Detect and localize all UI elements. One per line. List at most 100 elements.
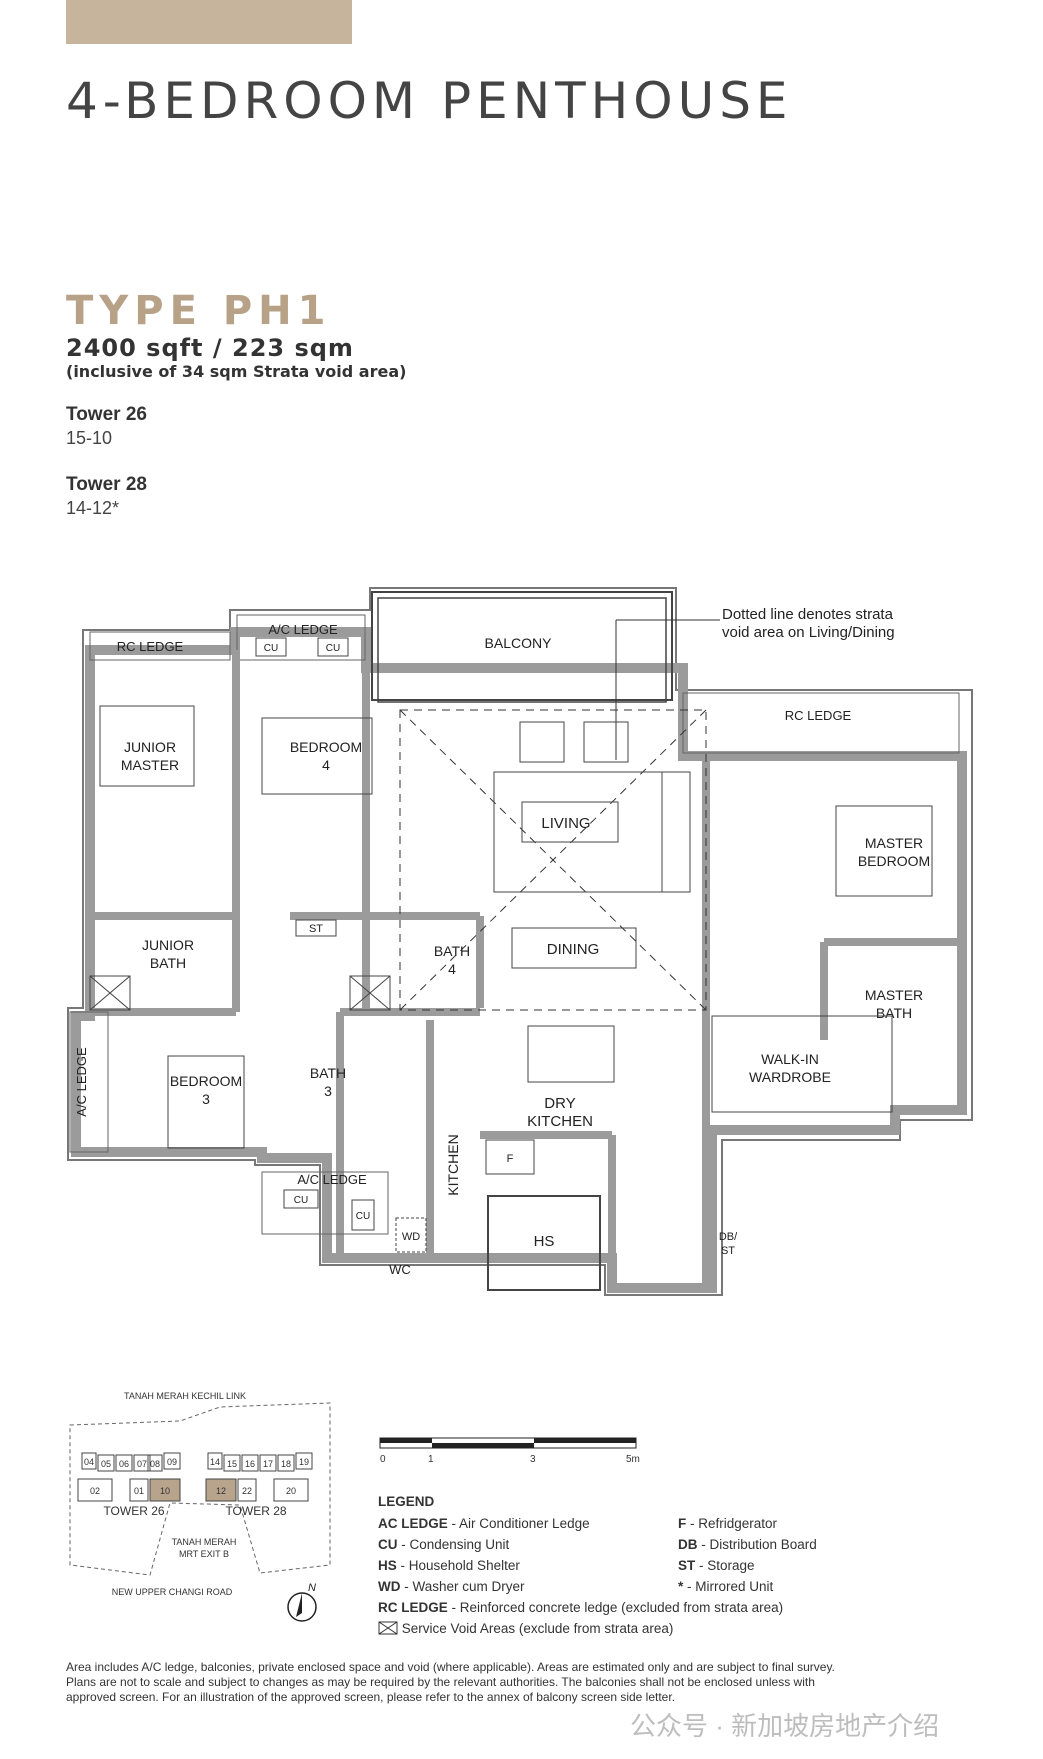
room-label-walk-in: WARDROBE	[749, 1069, 831, 1085]
tower-28-label: TOWER 28	[225, 1504, 286, 1518]
room-label-junior-master: MASTER	[121, 757, 179, 773]
unit-number: 05	[101, 1459, 111, 1469]
disclaimer-line: Area includes A/C ledge, balconies, priv…	[66, 1660, 835, 1674]
room-label-hs: HS	[534, 1233, 555, 1250]
room-label-bath-3: 3	[324, 1083, 332, 1099]
floor-plan: BALCONY RC LEDGE A/C LEDGE CU CU RC LEDG…	[67, 587, 973, 1296]
unit-number: 14	[210, 1457, 220, 1467]
north-label: N	[308, 1582, 316, 1594]
unit-number: 15	[227, 1459, 237, 1469]
unit-number: 22	[242, 1486, 252, 1496]
legend-item: WD - Washer cum Dryer	[378, 1579, 525, 1594]
unit-area-note: (inclusive of 34 sqm Strata void area)	[66, 362, 407, 381]
room-label-rc-ledge: RC LEDGE	[117, 639, 184, 654]
room-label-dining: DINING	[547, 941, 600, 958]
tower-units: 15-10	[66, 428, 113, 448]
page-title: 4-BEDROOM PENTHOUSE	[66, 72, 793, 130]
room-label-master-bedroom: BEDROOM	[858, 853, 930, 869]
room-label-bedroom-3: 3	[202, 1091, 210, 1107]
room-label-bath-4: BATH	[434, 943, 470, 959]
legend-item: AC LEDGE - Air Conditioner Ledge	[378, 1516, 590, 1531]
room-label-bedroom-4: 4	[322, 757, 330, 773]
unit-number: 16	[245, 1459, 255, 1469]
cu-label: CU	[326, 643, 340, 654]
legend-item: HS - Household Shelter	[378, 1558, 520, 1573]
scale-tick: 0	[380, 1454, 386, 1465]
unit-number-highlight: 10	[160, 1486, 170, 1496]
legend: LEGEND AC LEDGE - Air Conditioner Ledge …	[378, 1494, 817, 1636]
disclaimer-line: Plans are not to scale and subject to ch…	[66, 1675, 815, 1689]
site-road-top: TANAH MERAH KECHIL LINK	[124, 1391, 246, 1401]
tower-label: Tower 26	[66, 404, 147, 425]
mrt-label: MRT EXIT B	[179, 1549, 229, 1559]
unit-number: 18	[281, 1459, 291, 1469]
tower-units: 14-12*	[66, 498, 120, 518]
unit-type-title: TYPE PH1	[66, 288, 332, 334]
unit-number: 04	[84, 1457, 94, 1467]
service-void	[349, 975, 391, 1011]
mrt-label: TANAH MERAH	[172, 1537, 237, 1547]
watermark: 公众号 · 新加坡房地产介绍	[630, 1711, 940, 1741]
room-label-walk-in: WALK-IN	[761, 1051, 819, 1067]
unit-number: 09	[167, 1457, 177, 1467]
room-label-junior-bath: BATH	[150, 955, 186, 971]
header-accent-bar	[66, 0, 352, 44]
site-road-bottom: NEW UPPER CHANGI ROAD	[112, 1587, 233, 1597]
unit-number: 02	[90, 1486, 100, 1496]
scale-tick: 1	[428, 1454, 434, 1465]
tower-label: Tower 28	[66, 474, 147, 495]
room-label-wd: WD	[402, 1231, 420, 1243]
room-label-bedroom-3: BEDROOM	[170, 1073, 242, 1089]
disclaimer: Area includes A/C ledge, balconies, priv…	[66, 1660, 966, 1705]
legend-item: RC LEDGE - Reinforced concrete ledge (ex…	[378, 1600, 784, 1615]
room-label-dry-kitchen: KITCHEN	[527, 1113, 593, 1130]
unit-number: 17	[263, 1459, 273, 1469]
disclaimer-line: approved screen. For an illustration of …	[66, 1690, 676, 1704]
unit-number-highlight: 12	[216, 1486, 226, 1496]
legend-item-void: Service Void Areas (exclude from strata …	[378, 1621, 673, 1636]
room-label-ac-ledge-bottom: A/C LEDGE	[297, 1172, 367, 1187]
tower-26-label: TOWER 26	[103, 1504, 164, 1518]
legend-item: * - Mirrored Unit	[678, 1579, 774, 1594]
cu-label: CU	[356, 1211, 370, 1222]
room-label-master-bath: BATH	[876, 1005, 912, 1021]
room-label-ac-ledge: A/C LEDGE	[268, 622, 338, 637]
room-label-st: ST	[721, 1245, 735, 1257]
service-void	[89, 975, 131, 1011]
unit-number: 08	[150, 1459, 160, 1469]
room-label-rc-ledge-right: RC LEDGE	[785, 708, 852, 723]
strata-note: Dotted line denotes strata void area on …	[722, 606, 895, 641]
room-label-st: ST	[309, 923, 323, 935]
unit-number: 01	[134, 1486, 144, 1496]
room-label-db: DB/	[719, 1231, 738, 1243]
legend-item: CU - Condensing Unit	[378, 1537, 510, 1552]
scale-tick: 5m	[626, 1454, 640, 1465]
room-label-master-bath: MASTER	[865, 987, 923, 1003]
room-label-bath-3: BATH	[310, 1065, 346, 1081]
room-label-junior-bath: JUNIOR	[142, 937, 194, 953]
legend-item: DB - Distribution Board	[678, 1537, 817, 1552]
room-label-dry-kitchen: DRY	[544, 1095, 575, 1112]
room-label-bedroom-4: BEDROOM	[290, 739, 362, 755]
room-label-master-bedroom: MASTER	[865, 835, 923, 851]
unit-number: 19	[299, 1457, 309, 1467]
service-void-icon	[378, 1621, 398, 1635]
unit-number: 20	[286, 1486, 296, 1496]
room-label-junior-master: JUNIOR	[124, 739, 176, 755]
unit-area: 2400 sqft / 223 sqm	[66, 334, 354, 362]
legend-title: LEGEND	[378, 1494, 435, 1509]
legend-item: ST - Storage	[678, 1558, 755, 1573]
room-label-ac-ledge-left: A/C LEDGE	[74, 1047, 89, 1117]
room-label-bath-4: 4	[448, 961, 456, 977]
cu-label: CU	[294, 1195, 308, 1206]
cu-label: CU	[264, 643, 278, 654]
room-label-wc: WC	[389, 1262, 411, 1277]
room-label-kitchen: KITCHEN	[445, 1134, 461, 1195]
unit-number: 07	[137, 1459, 147, 1469]
scale-tick: 3	[530, 1454, 536, 1465]
site-key-plan: TANAH MERAH KECHIL LINK 04 05 06 07 08 0…	[69, 1391, 331, 1622]
legend-item: F - Refridgerator	[678, 1516, 778, 1531]
unit-number: 06	[119, 1459, 129, 1469]
room-label-fridge: F	[507, 1153, 514, 1165]
scale-bar: 0 1 3 5m	[379, 1437, 640, 1465]
